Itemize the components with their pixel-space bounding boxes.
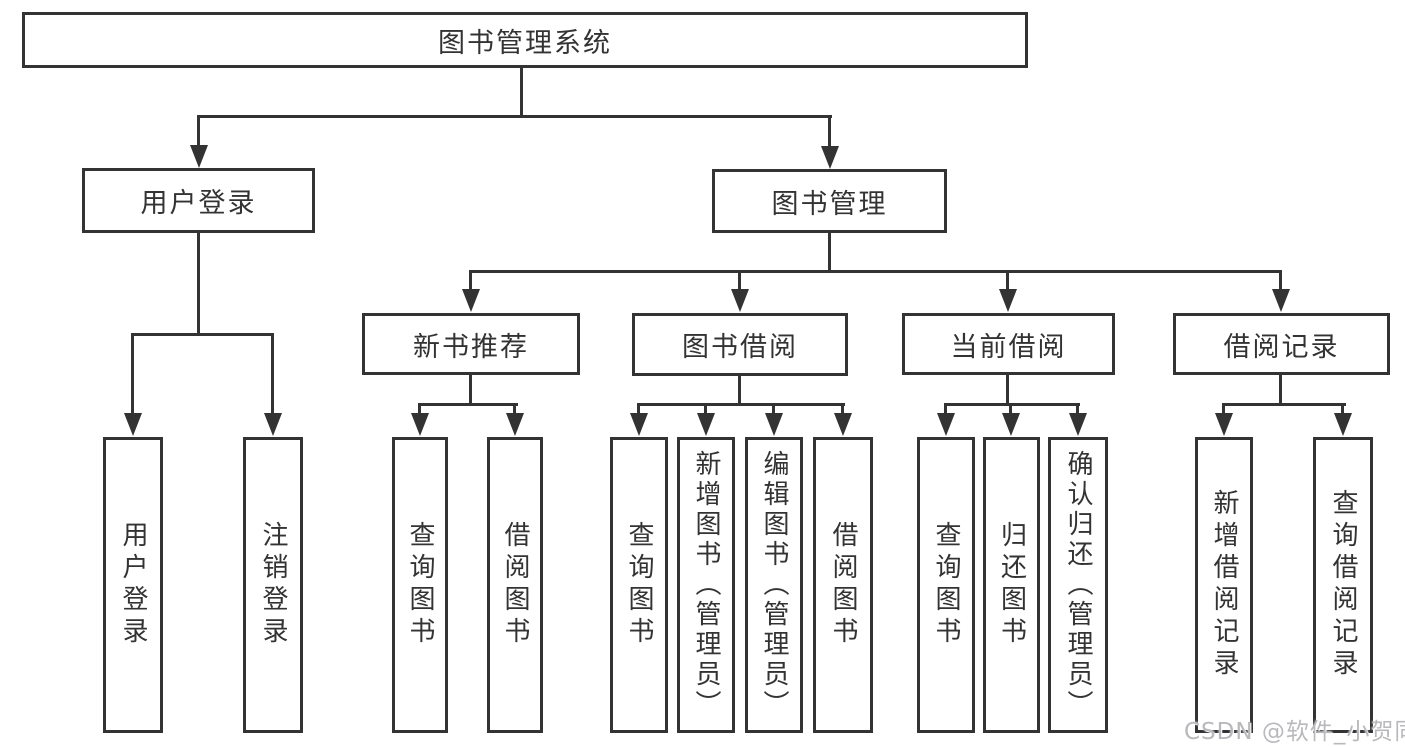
connector-root-bar xyxy=(197,115,832,118)
node-label: 借阅图书 xyxy=(828,521,858,649)
connector-arm xyxy=(772,403,775,415)
arrow-down-icon xyxy=(1334,413,1352,436)
connector-arm-user-login xyxy=(197,115,200,147)
arrow-down-icon xyxy=(1272,289,1290,312)
connector-borrow-record-stem xyxy=(1279,373,1282,405)
connector-borrow-record-bar xyxy=(1222,403,1346,406)
node-label: 查询借阅记录 xyxy=(1328,489,1358,681)
node-book-borrow: 图书借阅 xyxy=(632,313,848,376)
node-leaf-query-books-2: 查询图书 xyxy=(610,437,668,733)
node-label: 借阅记录 xyxy=(1223,331,1340,363)
connector-arm xyxy=(1341,403,1344,415)
connector-book-mgmt-stem xyxy=(828,231,831,272)
node-user-login: 用户登录 xyxy=(82,168,315,233)
connector-arm xyxy=(1222,403,1225,415)
arrow-down-icon xyxy=(506,413,524,436)
node-leaf-borrow-books-1: 借阅图书 xyxy=(487,437,543,733)
connector-arm xyxy=(637,403,640,415)
connector-arm-leaf-logout xyxy=(271,333,274,415)
arrow-down-icon xyxy=(821,146,839,169)
node-label: 图书管理系统 xyxy=(438,27,612,59)
node-label: 新增借阅记录 xyxy=(1209,489,1239,681)
connector-book-mgmt-bar xyxy=(469,270,1282,273)
arrow-down-icon xyxy=(834,413,852,436)
connector-arm-book-borrow xyxy=(738,270,741,291)
connector-user-login-stem xyxy=(197,231,200,335)
node-label: 当前借阅 xyxy=(950,331,1067,363)
connector-root-stem xyxy=(520,66,523,117)
node-label: 查询图书 xyxy=(931,521,961,649)
node-leaf-add-borrow-record: 新增借阅记录 xyxy=(1195,437,1253,733)
node-current-borrow: 当前借阅 xyxy=(902,313,1115,375)
arrow-down-icon xyxy=(697,413,715,436)
connector-arm xyxy=(1009,403,1012,415)
connector-arm xyxy=(944,403,947,415)
connector-book-borrow-bar xyxy=(637,403,845,406)
connector-arm-borrow-record xyxy=(1279,270,1282,291)
node-label: 图书借阅 xyxy=(682,332,798,363)
connector-new-book-bar xyxy=(418,403,518,406)
connector-current-borrow-bar xyxy=(944,403,1080,406)
arrow-down-icon xyxy=(190,145,208,168)
node-library-system: 图书管理系统 xyxy=(22,12,1028,68)
node-label: 确认归还（管理员） xyxy=(1063,450,1093,720)
arrow-down-icon xyxy=(937,413,955,436)
csdn-watermark: CSDN @软件_小贺同学 xyxy=(1184,719,1405,745)
arrow-down-icon xyxy=(462,289,480,312)
node-leaf-logout: 注销登录 xyxy=(243,437,303,733)
node-leaf-edit-book-admin: 编辑图书（管理员） xyxy=(745,437,803,733)
node-label: 借阅图书 xyxy=(500,521,530,649)
node-label: 新书推荐 xyxy=(413,331,529,363)
node-leaf-user-login: 用户登录 xyxy=(103,437,163,733)
node-leaf-return-books: 归还图书 xyxy=(983,437,1040,733)
arrow-down-icon xyxy=(630,413,648,436)
node-new-book-recommend: 新书推荐 xyxy=(362,313,580,375)
node-label: 归还图书 xyxy=(996,521,1027,649)
node-label: 查询图书 xyxy=(624,521,654,649)
arrow-down-icon xyxy=(411,413,429,436)
arrow-down-icon xyxy=(124,413,142,436)
arrow-down-icon xyxy=(1069,413,1087,436)
arrow-down-icon xyxy=(999,289,1017,312)
node-label: 用户登录 xyxy=(140,188,257,219)
node-label: 注销登录 xyxy=(258,521,288,649)
connector-arm-book-mgmt xyxy=(828,115,831,148)
node-label: 查询图书 xyxy=(405,521,435,649)
node-leaf-add-book-admin: 新增图书（管理员） xyxy=(677,437,735,733)
connector-user-login-bar xyxy=(131,333,274,336)
connector-book-borrow-stem xyxy=(738,374,741,405)
node-leaf-confirm-return-admin: 确认归还（管理员） xyxy=(1048,437,1108,733)
connector-arm xyxy=(841,403,844,415)
connector-new-book-stem xyxy=(469,373,472,405)
node-label: 编辑图书（管理员） xyxy=(759,450,789,720)
connector-current-borrow-stem xyxy=(1006,373,1009,405)
arrow-down-icon xyxy=(765,413,783,436)
connector-arm xyxy=(418,403,421,415)
arrow-down-icon xyxy=(731,289,749,312)
arrow-down-icon xyxy=(1002,413,1020,436)
arrow-down-icon xyxy=(264,413,282,436)
arrow-down-icon xyxy=(1215,413,1233,436)
node-borrow-record: 借阅记录 xyxy=(1173,313,1390,375)
connector-arm xyxy=(704,403,707,415)
connector-arm-leaf-login xyxy=(131,333,134,415)
node-leaf-query-books-1: 查询图书 xyxy=(392,437,448,733)
connector-arm xyxy=(1076,403,1079,415)
connector-arm xyxy=(513,403,516,415)
node-label: 用户登录 xyxy=(118,521,148,649)
node-label: 图书管理 xyxy=(771,188,888,220)
node-book-management: 图书管理 xyxy=(712,169,947,233)
node-label: 新增图书（管理员） xyxy=(691,450,721,720)
connector-arm-current-borrow xyxy=(1006,270,1009,291)
node-leaf-query-borrow-record: 查询借阅记录 xyxy=(1313,437,1373,733)
node-leaf-borrow-books-2: 借阅图书 xyxy=(813,437,873,733)
node-leaf-query-books-3: 查询图书 xyxy=(917,437,975,733)
connector-arm-new-book xyxy=(469,270,472,291)
